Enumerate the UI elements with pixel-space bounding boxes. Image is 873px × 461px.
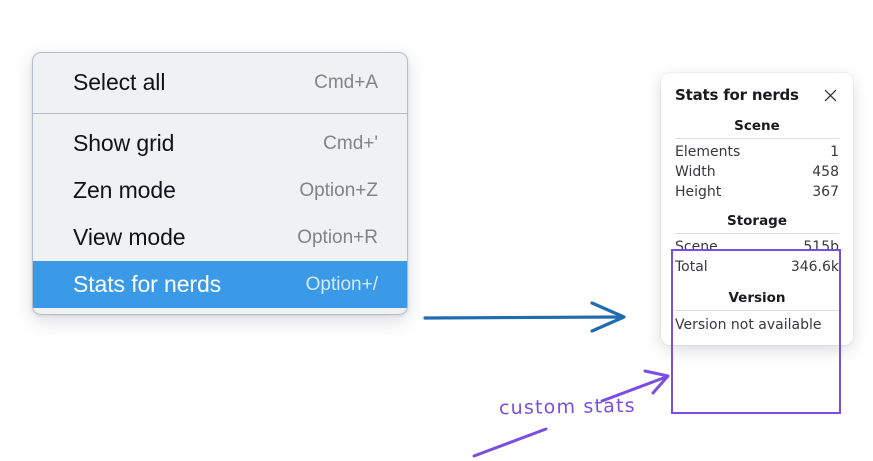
section-rule: [675, 138, 839, 139]
stat-label: Height: [675, 184, 722, 200]
stat-row: Width 458: [673, 162, 841, 182]
stat-row: Scene 515b: [673, 237, 841, 257]
menu-item-shortcut: Cmd+A: [314, 71, 378, 93]
menu-divider: [33, 113, 407, 114]
section-scene: Scene Elements 1 Width 458 Height 367: [673, 117, 841, 202]
close-icon[interactable]: [822, 87, 839, 104]
section-heading: Storage: [726, 213, 788, 229]
menu-item-label: Show grid: [73, 130, 175, 156]
menu-item-label: Stats for nerds: [73, 271, 222, 297]
menu-item-stats-for-nerds[interactable]: Stats for nerds Option+/: [33, 261, 407, 308]
menu-item-shortcut: Option+R: [297, 226, 378, 248]
purple-underline-stroke: [472, 427, 548, 458]
stat-value: 458: [812, 164, 839, 180]
stat-value: 1: [830, 144, 839, 160]
stat-row: Height 367: [673, 182, 841, 202]
stat-label: Total: [675, 259, 708, 275]
stat-value: 346.6k: [790, 259, 839, 275]
section-heading: Scene: [734, 118, 780, 134]
menu-item-label: Zen mode: [73, 177, 176, 203]
stat-label: Scene: [675, 239, 718, 255]
section-storage: Storage Scene 515b Total 346.6k: [673, 212, 841, 277]
menu-item-shortcut: Cmd+': [323, 132, 378, 154]
section-version: Version Version not available: [673, 289, 841, 334]
menu-item-shortcut: Option+Z: [299, 179, 378, 201]
version-value: Version not available: [675, 317, 822, 333]
menu-group-view: Show grid Cmd+' Zen mode Option+Z View m…: [33, 114, 407, 314]
menu-item-select-all[interactable]: Select all Cmd+A: [33, 59, 407, 106]
menu-item-zen-mode[interactable]: Zen mode Option+Z: [33, 167, 407, 214]
menu-group-selection: Select all Cmd+A: [33, 53, 407, 113]
handwritten-annotation-label: custom stats: [498, 394, 636, 420]
panel-title: Stats for nerds: [675, 86, 799, 104]
stat-row: Elements 1: [673, 142, 841, 162]
blue-pointer-arrow: [423, 301, 626, 333]
context-menu[interactable]: Select all Cmd+A Show grid Cmd+' Zen mod…: [32, 52, 408, 315]
menu-item-shortcut: Option+/: [305, 273, 378, 295]
section-rule: [675, 310, 839, 311]
panel-header: Stats for nerds: [661, 86, 853, 104]
stat-value: 515b: [803, 239, 839, 255]
menu-item-show-grid[interactable]: Show grid Cmd+': [33, 120, 407, 167]
stat-label: Elements: [675, 144, 741, 160]
section-heading: Version: [728, 290, 786, 306]
menu-item-label: Select all: [73, 69, 166, 95]
stat-value: 367: [812, 184, 839, 200]
panel-body: Scene Elements 1 Width 458 Height 367 St…: [661, 117, 853, 334]
menu-item-view-mode[interactable]: View mode Option+R: [33, 214, 407, 261]
section-rule: [675, 233, 839, 234]
menu-item-label: View mode: [73, 224, 186, 250]
stat-row: Total 346.6k: [673, 257, 841, 277]
stat-label: Width: [675, 164, 716, 180]
stats-for-nerds-panel: Stats for nerds Scene Elements 1 Width 4…: [661, 73, 853, 345]
